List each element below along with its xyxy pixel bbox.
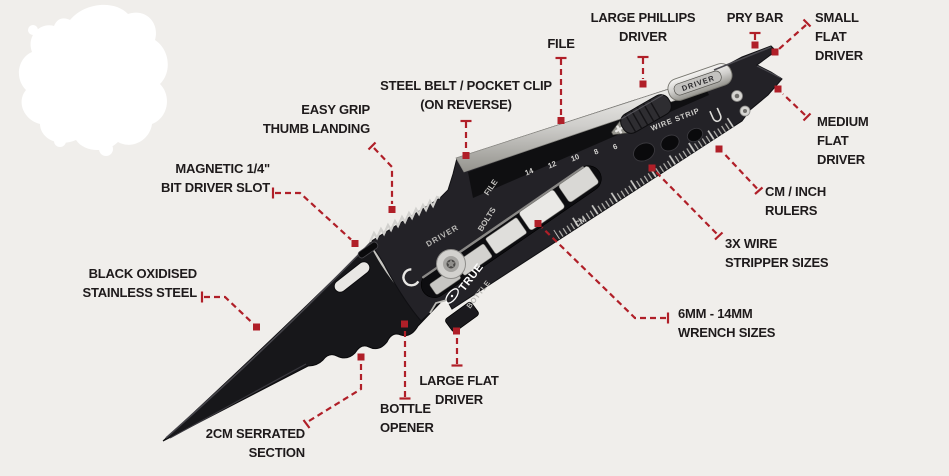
callout-line: LARGE FLAT [419,373,499,388]
cm-inch-ruler: CM [553,117,735,240]
callout-wrench-sizes: 6MM - 14MM WRENCH SIZES [678,304,775,342]
callout-line: 3X WIRE [725,236,778,251]
callout-line: BIT DRIVER SLOT [161,180,270,195]
bit-holder-clip: DRIVER [667,63,733,101]
callout-line: PRY BAR [726,10,784,25]
callout-line: MEDIUM [817,114,869,129]
leader-easy-grip-thumb-landing [367,141,396,213]
callout-pry-bar: PRY BAR [705,8,805,27]
callout-line: 6MM - 14MM [678,306,753,321]
callout-wire-stripper-sizes: 3X WIRE STRIPPER SIZES [725,234,829,272]
pry-bar-edge [713,46,772,71]
callout-line: STEEL BELT / POCKET CLIP [380,78,552,93]
wrench-size-14: 14 [524,166,536,178]
medium-driver-edge [756,65,782,79]
callout-line: DRIVER [817,152,865,167]
blade-thumb-slot [333,261,371,293]
leader-magnetic-bit-driver-slot [271,187,359,247]
callout-small-flat-driver: SMALL FLAT DRIVER [815,8,863,65]
blade-edge-bevel [169,363,307,439]
leader-small-flat-driver [771,18,812,56]
head-rivets [731,90,751,117]
callout-line: DRIVER [435,392,483,407]
callout-line: BLACK OXIDISED [88,266,198,281]
hex-cutout-icon [402,268,420,287]
callout-easy-grip-thumb-landing: EASY GRIP THUMB LANDING [230,100,370,138]
callout-line: FLAT [817,133,849,148]
leader-black-oxidised-stainless-steel [200,291,260,331]
callout-line: WRENCH SIZES [678,325,776,340]
callout-line: FLAT [815,29,847,44]
callout-black-oxidised-stainless-steel: BLACK OXIDISED STAINLESS STEEL [57,264,198,302]
leader-medium-flat-driver [774,85,812,122]
leader-steel-belt-pocket-clip [460,119,472,159]
callout-line: SMALL [815,10,859,25]
blade-spine-highlight [165,242,371,439]
callout-line: OPENER [380,420,434,435]
callout-bottle-opener: BOTTLE OPENER [380,399,434,437]
callout-file: FILE [531,34,591,53]
leader-pry-bar [749,31,761,49]
callout-line: MAGNETIC 1/4" [175,161,270,176]
callout-medium-flat-driver: MEDIUM FLAT DRIVER [817,112,869,169]
callout-steel-belt-pocket-clip: STEEL BELT / POCKET CLIP (ON REVERSE) [366,76,566,114]
large-flat-driver-tab [445,301,479,333]
callout-large-phillips-driver: LARGE PHILLIPS DRIVER [568,8,718,46]
jimping-thumb-landing [368,195,441,243]
true-logo-icon [445,288,459,304]
wire-stripper-holes [633,127,704,162]
callout-line: CM / INCH [765,184,827,199]
bottle-opener-notch [429,299,448,314]
knife-blade [162,237,441,442]
pivot-screw [436,249,466,279]
leader-serrated-section [302,353,365,429]
leader-wrench-sizes [534,220,670,324]
callout-line: LARGE PHILLIPS [590,10,696,25]
callout-magnetic-bit-driver-slot: MAGNETIC 1/4" BIT DRIVER SLOT [120,159,270,197]
callout-line: RULERS [765,203,818,218]
bit-driver-slot [357,241,379,259]
callout-line: (ON REVERSE) [420,97,512,112]
wrench-size-10: 10 [570,152,581,163]
callout-line: DRIVER [815,48,863,63]
wire-bender-icon [709,107,722,123]
leader-lines [200,18,812,429]
callout-line: SECTION [248,445,306,460]
callout-cm-inch-rulers: CM / INCH RULERS [765,182,826,220]
callout-line: STAINLESS STEEL [82,285,198,300]
callout-large-flat-driver: LARGE FLAT DRIVER [399,371,519,409]
leader-file [555,56,567,124]
wrench-size-12: 12 [547,159,558,170]
paint-splatter [18,4,168,156]
leader-wire-stripper-sizes [648,164,724,241]
callout-serrated-section: 2CM SERRATED SECTION [165,424,305,462]
multitool-knife: 14 12 10 8 6 FILE BOLTS CM WIRE STRIP [162,45,783,442]
callout-line: EASY GRIP [301,102,370,117]
phillips-driver-bit [611,94,672,136]
wrench-size-8: 8 [592,147,599,157]
callout-line: THUMB LANDING [262,121,370,136]
callout-line: BOTTLE [380,401,431,416]
leader-large-flat-driver [451,327,463,367]
callout-line: 2CM SERRATED [205,426,305,441]
callout-line: FILE [547,36,575,51]
callout-line: DRIVER [619,29,667,44]
leader-bottle-opener [399,320,411,400]
leader-large-phillips-driver [637,55,649,88]
callout-line: STRIPPER SIZES [725,255,829,270]
leader-cm-inch-rulers [715,145,764,195]
wrench-size-6: 6 [611,142,618,152]
